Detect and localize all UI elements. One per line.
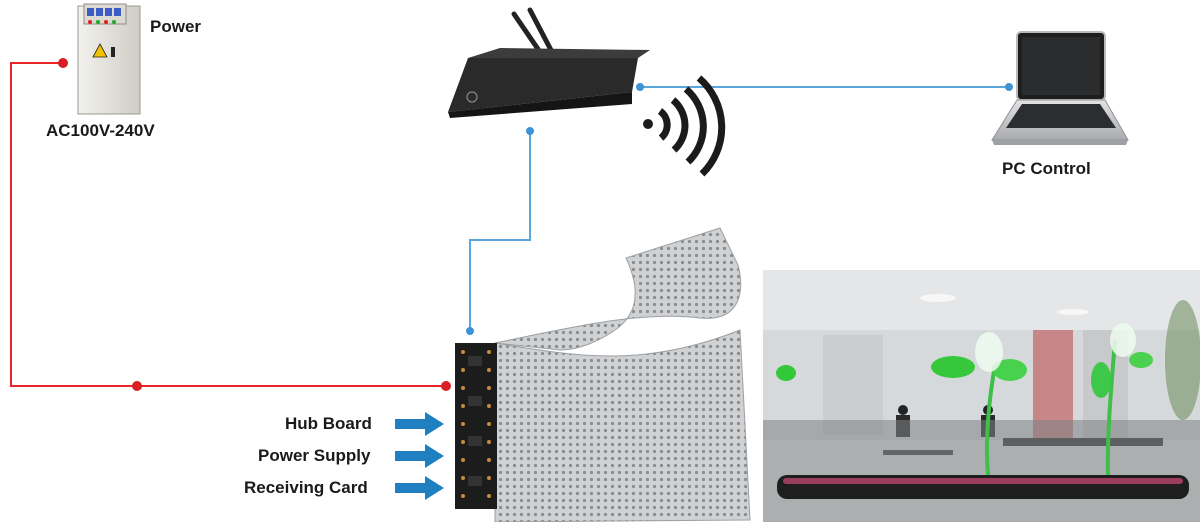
pc-control-label: PC Control <box>1002 159 1091 178</box>
signal-line <box>469 86 1009 331</box>
application-photo <box>763 270 1200 522</box>
signal-node <box>1005 83 1013 91</box>
power-node <box>132 381 142 391</box>
signal-node <box>636 83 644 91</box>
arrow-right-icon <box>395 444 444 468</box>
signal-node <box>526 127 534 135</box>
receiving-card-label: Receiving Card <box>244 478 368 497</box>
power-label: Power <box>150 17 202 36</box>
arrow-right-icon <box>395 476 444 500</box>
power-supply-label: Power Supply <box>258 446 371 465</box>
power-node <box>58 58 68 68</box>
controller-box-icon <box>448 7 650 118</box>
power-cabinet-icon <box>77 3 141 115</box>
voltage-label: AC100V-240V <box>46 121 155 140</box>
hub-board-label: Hub Board <box>285 414 372 433</box>
power-line <box>10 62 446 387</box>
led-film-panel-icon <box>455 227 751 522</box>
arrow-right-icon <box>395 412 444 436</box>
laptop-icon <box>991 31 1129 145</box>
wifi-icon <box>643 75 726 177</box>
signal-node <box>466 327 474 335</box>
power-node <box>441 381 451 391</box>
